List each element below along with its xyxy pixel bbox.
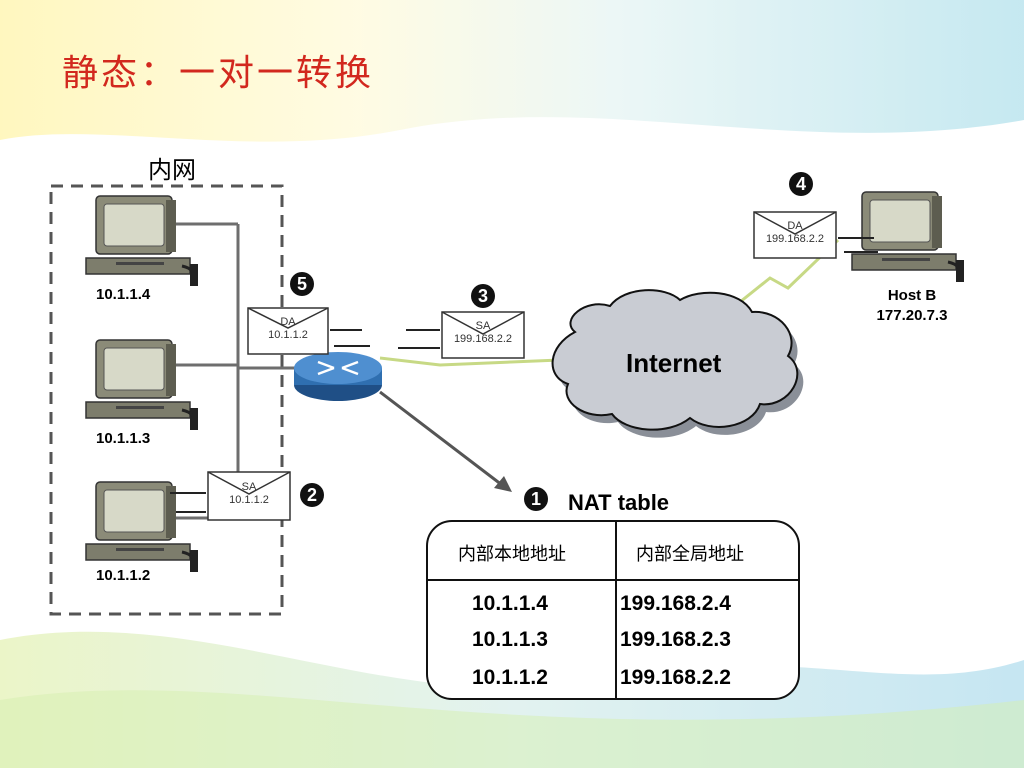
nat-cell-global: 199.168.2.2 bbox=[620, 666, 731, 689]
envelope-4-text: DA 199.168.2.2 bbox=[754, 220, 836, 246]
pc-icon-2 bbox=[84, 338, 200, 432]
inner-network-boundary bbox=[49, 184, 284, 616]
envelope-icon-5 bbox=[247, 307, 370, 355]
envelope-2-addr: 10.1.1.2 bbox=[229, 494, 269, 506]
lan-wiring bbox=[168, 222, 300, 520]
envelope-3-addr: 199.168.2.2 bbox=[453, 333, 513, 345]
envelope-3-type: SA bbox=[475, 320, 491, 332]
nat-table: 内部本地地址 内部全局地址 10.1.1.4 199.168.2.4 10.1.… bbox=[426, 520, 800, 700]
inner-network-label: 内网 bbox=[148, 156, 196, 184]
envelope-5-addr: 10.1.1.2 bbox=[268, 329, 308, 341]
step-badge-1: 1 bbox=[524, 487, 548, 511]
nat-table-grid bbox=[428, 522, 798, 698]
nat-table-title: NAT table bbox=[568, 490, 670, 515]
pc-icon-3 bbox=[84, 480, 200, 574]
host-b-name: Host B bbox=[887, 287, 937, 304]
wan-link bbox=[379, 238, 840, 367]
envelope-2-type: SA bbox=[241, 481, 257, 493]
step-badge-2: 2 bbox=[300, 483, 324, 507]
pc-icon-1 bbox=[84, 194, 200, 288]
internet-cloud-icon bbox=[551, 289, 804, 438]
envelope-2-text: SA 10.1.1.2 bbox=[208, 481, 290, 507]
nat-header-local: 内部本地地址 bbox=[458, 544, 566, 565]
step-badge-3: 3 bbox=[471, 284, 495, 308]
nat-cell-global: 199.168.2.3 bbox=[620, 628, 731, 651]
envelope-3-text: SA 199.168.2.2 bbox=[442, 320, 524, 346]
envelope-4-type: DA bbox=[787, 220, 803, 232]
nat-cell-local: 10.1.1.3 bbox=[472, 628, 548, 651]
envelope-icon-4 bbox=[753, 211, 878, 259]
step-badge-4: 4 bbox=[789, 172, 813, 196]
envelope-5-type: DA bbox=[280, 316, 296, 328]
nat-arrow bbox=[379, 390, 512, 492]
host-ip-label: 10.1.1.3 bbox=[96, 430, 151, 447]
envelope-icon-3 bbox=[398, 311, 525, 359]
envelope-5-text: DA 10.1.1.2 bbox=[248, 316, 328, 342]
nat-cell-local: 10.1.1.4 bbox=[472, 592, 548, 615]
slide-title: 静态：一对一转换 bbox=[62, 53, 375, 94]
host-b-ip: 177.20.7.3 bbox=[876, 307, 948, 324]
step-badge-5: 5 bbox=[290, 272, 314, 296]
host-ip-label: 10.1.1.2 bbox=[96, 567, 151, 584]
envelope-icon-2 bbox=[170, 471, 291, 521]
host-b-label: Host B 177.20.7.3 bbox=[862, 286, 962, 326]
host-ip-label: 10.1.1.4 bbox=[96, 286, 151, 303]
internet-label: Internet bbox=[626, 348, 722, 378]
router-icon bbox=[294, 352, 382, 401]
nat-cell-global: 199.168.2.4 bbox=[620, 592, 731, 615]
nat-cell-local: 10.1.1.2 bbox=[472, 666, 548, 689]
nat-header-global: 内部全局地址 bbox=[636, 544, 744, 565]
envelope-4-addr: 199.168.2.2 bbox=[765, 233, 825, 245]
